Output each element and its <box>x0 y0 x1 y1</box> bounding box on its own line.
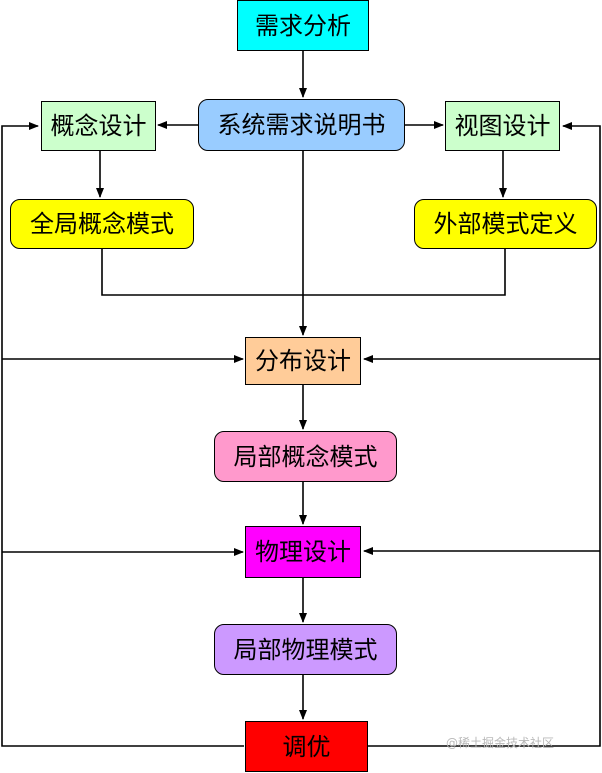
watermark: @稀土掘金技术社区 <box>445 736 554 750</box>
global-concept-schema-node: 全局概念模式 <box>10 199 194 249</box>
feedback-loop-right <box>368 122 601 747</box>
requirements-spec-node: 系统需求说明书 <box>198 99 405 151</box>
local-physical-schema-node: 局部物理模式 <box>214 624 397 675</box>
tuning-node: 调优 <box>245 721 368 772</box>
local-concept-schema-node: 局部概念模式 <box>214 431 397 482</box>
feedback-loop-left <box>1 122 244 747</box>
view-design-node: 视图设计 <box>445 101 560 151</box>
concept-design-node: 概念设计 <box>41 101 156 151</box>
requirements-analysis-node: 需求分析 <box>237 0 369 51</box>
distribution-design-node: 分布设计 <box>245 337 361 385</box>
external-schema-definition-node: 外部模式定义 <box>414 199 597 249</box>
physical-design-node: 物理设计 <box>245 526 361 578</box>
